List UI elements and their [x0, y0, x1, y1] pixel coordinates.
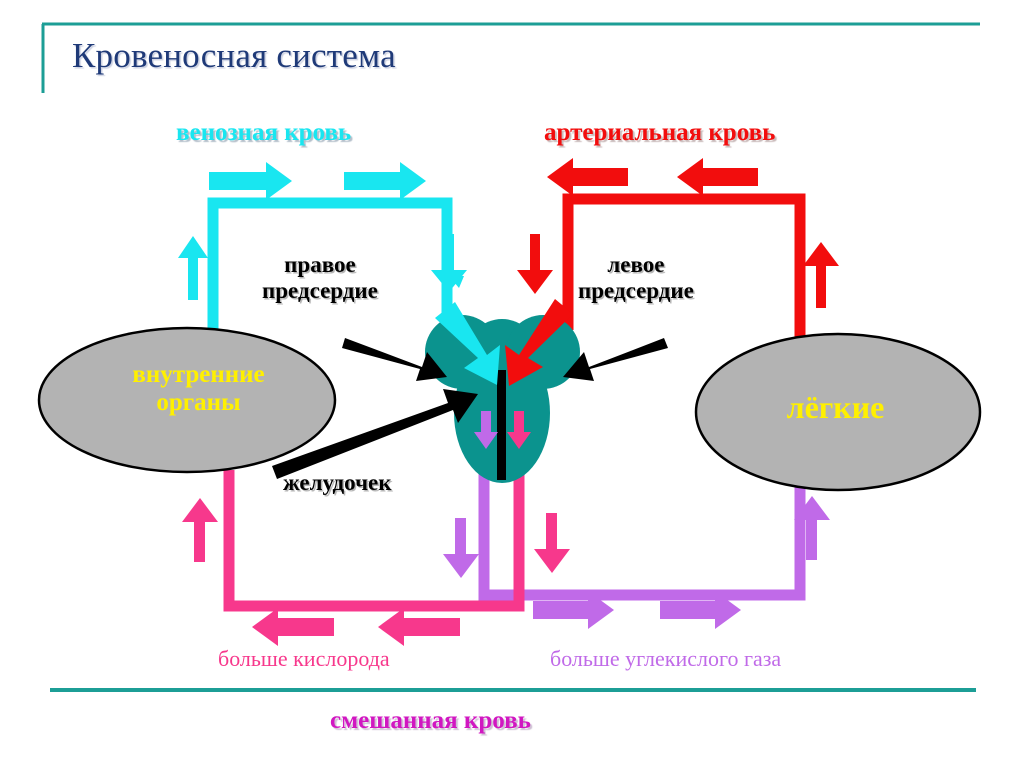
label-organs-line2: органы [156, 389, 241, 416]
pointer-right-atrium-icon [342, 338, 447, 381]
lungs-ellipse[interactable] [694, 332, 982, 492]
pointer-left-atrium-icon [563, 338, 668, 381]
label-left-atrium: левое предсердие [578, 252, 694, 304]
ventricle-co2-arrow [474, 411, 498, 449]
venous-inflow-arrow [435, 302, 500, 385]
venous-arrow-down [431, 234, 467, 292]
arterial-inflow-arrow [505, 299, 573, 386]
oxygen-arrow-down [534, 513, 570, 573]
oxygen-arrow-left-1 [378, 608, 460, 646]
oxygen-arrow-up [182, 498, 218, 562]
label-right-atrium-line2: предсердие [262, 277, 378, 303]
ventricle-oxygen-arrow [507, 411, 531, 449]
oxygen-arrow-left-2 [252, 608, 334, 646]
label-right-atrium: правое предсердие [262, 252, 378, 304]
label-internal-organs: внутренние органы [81, 361, 316, 417]
vessel-oxygen-to-organs [182, 420, 570, 646]
label-organs-line1: внутренние [132, 361, 265, 388]
vessel-arterial-return [517, 158, 839, 346]
vessel-co2-to-lungs [443, 420, 830, 629]
label-lungs: лёгкие [786, 389, 885, 425]
venous-arrow-up [178, 236, 208, 300]
co2-arrow-up [794, 496, 830, 560]
arterial-arrow-left-2 [547, 158, 628, 196]
frame-rules [41, 22, 980, 692]
legend-more-oxygen: больше кислорода [218, 646, 390, 671]
arterial-arrow-down [517, 234, 553, 294]
arterial-arrow-left-1 [677, 158, 758, 196]
heart-septum [497, 370, 506, 480]
label-right-atrium-line1: правое [284, 252, 356, 277]
page-title: Кровеносная система [72, 36, 396, 75]
legend-arterial-blood: артериальная кровь [544, 119, 776, 146]
label-left-atrium-line2: предсердие [578, 277, 694, 303]
venous-arrow-right-1 [209, 162, 292, 200]
co2-arrow-right-1 [533, 591, 614, 629]
label-left-atrium-line1: левое [607, 252, 665, 277]
co2-arrow-right-2 [660, 591, 741, 629]
heart-shape[interactable] [425, 315, 580, 483]
pointer-ventricle-icon [272, 389, 478, 479]
co2-arrow-down [443, 518, 479, 578]
venous-arrow-right-2 [344, 162, 426, 200]
legend-mixed-blood: смешанная кровь [330, 707, 531, 734]
vessel-venous-return [178, 162, 467, 340]
internal-organs-ellipse[interactable] [37, 326, 337, 474]
legend-venous-blood: венозная кровь [176, 119, 352, 146]
label-ventricle: желудочек [283, 470, 392, 495]
legend-more-co2: больше углекислого газа [550, 646, 782, 671]
arterial-arrow-up [803, 242, 839, 308]
